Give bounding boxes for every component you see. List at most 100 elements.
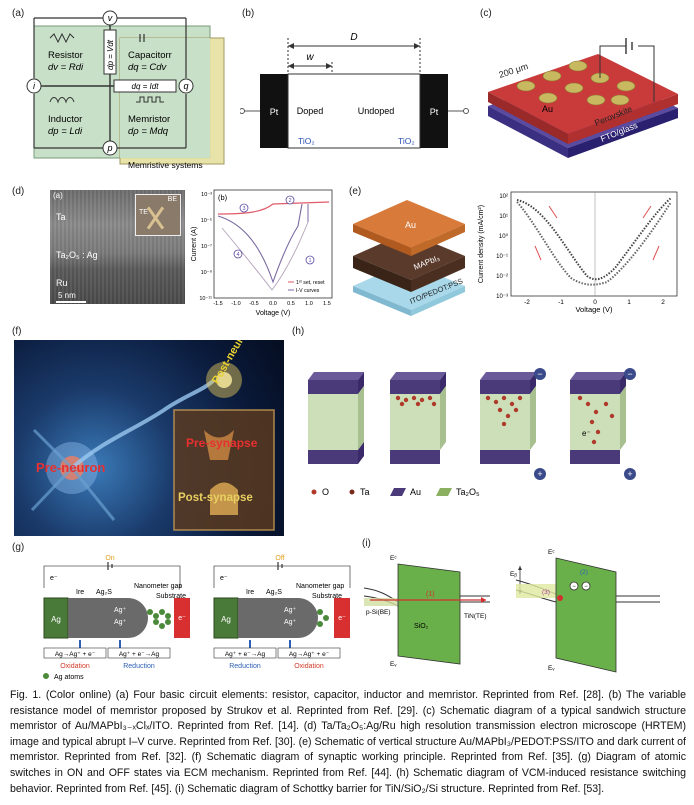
x-axis-label: Voltage (V) xyxy=(256,310,291,317)
label-2: (2) xyxy=(580,569,588,576)
svg-text:+: + xyxy=(537,469,542,479)
iv-branch-upper xyxy=(516,197,672,281)
ire-label-off: Ire xyxy=(246,589,254,596)
panel-f: (f) Pre-neuron Post-neuron Pre-synapse P… xyxy=(10,324,285,536)
vcm-legend: O Ta Au Ta₂O₅ xyxy=(311,487,480,497)
memristor-symbol xyxy=(136,96,164,103)
center-vertical-eq: dp = Vdt xyxy=(106,39,115,70)
scale-label: 200 μm xyxy=(498,61,530,80)
capacitor-symbol xyxy=(139,34,145,42)
x-tick-5: 1.0 xyxy=(305,301,313,307)
panel-i: (i) (1) p-Si(BE) SiO₂ TiN(TE) Eᶜ Eᵥ xyxy=(360,536,690,684)
electron-label-right: e⁻ xyxy=(220,575,228,582)
figure-caption: Fig. 1. (Color online) (a) Four basic ci… xyxy=(10,689,686,795)
y-tick-2: 10⁰ xyxy=(499,233,509,240)
dp-vdt-box xyxy=(103,29,117,75)
electron-label-left: e⁻ xyxy=(50,575,58,582)
au-label: Au xyxy=(542,104,553,114)
eq-left-2: Ag⁺ + e⁻→Ag xyxy=(119,651,160,658)
eb-label: Eᵦ xyxy=(510,571,517,578)
ta-label: Ta xyxy=(56,212,66,222)
ev-label-2: Eᵥ xyxy=(548,665,555,672)
ag2s-label-off: Ag₂S xyxy=(266,589,282,596)
legend-au: Au xyxy=(410,487,421,497)
ag-label: Ag xyxy=(51,615,61,624)
pre-synapse-label: Pre-synapse xyxy=(186,436,258,450)
be-label: BE xyxy=(167,196,177,203)
y-tick-2: 10⁻⁷ xyxy=(201,243,212,250)
ag-plus-label-2: Ag⁺ xyxy=(114,619,127,626)
pt-electrode-left xyxy=(260,74,288,148)
node-i-label: i xyxy=(33,81,36,91)
eq-left-1: Ag→Ag⁺ + e⁻ xyxy=(55,651,96,658)
atomic-switch-diagram: On e⁻ Ag e⁻ Ire Ag₂S Nanometer gap Subst… xyxy=(43,555,351,681)
panel-c-tag: (c) xyxy=(480,8,492,19)
iv-curve-plot: (b) Current (A) Voltage (V) -1.5 -1.0 -0… xyxy=(191,189,333,317)
center-horizontal-eq: dq = Idt xyxy=(132,82,160,91)
mark-2: 2 xyxy=(288,198,291,204)
node-q xyxy=(178,78,194,94)
panel-a-tag: (a) xyxy=(12,8,25,19)
atomic-switch-off: Off e⁻ Ag e⁻ Ire Ag₂S Nanometer gap Subs… xyxy=(213,555,351,670)
legend-ta: Ta xyxy=(360,487,370,497)
ru-label: Ru xyxy=(56,278,68,288)
y-tick-0: 10⁻³ xyxy=(201,192,212,198)
au-label: Au xyxy=(405,220,416,230)
pre-neuron-label: Pre-neuron xyxy=(36,460,106,475)
panel-e-tag: (e) xyxy=(349,186,362,197)
vcm-cell-2 xyxy=(390,372,446,464)
hrtem-image: (a) Ta Ta₂O₅ : Ag Ru 5 nm BE TE xyxy=(50,190,185,304)
y-tick-1: 10¹ xyxy=(499,214,508,220)
post-synapse-label: Post-synapse xyxy=(178,492,253,504)
x-axis-label: Voltage (V) xyxy=(575,305,613,314)
ag-atoms-legend: Ag atoms xyxy=(54,674,84,681)
strukov-model-diagram: D w Pt Pt Doped Undoped TiO₂ TiO₂ xyxy=(239,32,469,149)
node-v-label: v xyxy=(108,13,113,23)
sio2-label: SiO₂ xyxy=(414,623,429,630)
ag-label-off: Ag xyxy=(221,615,231,624)
nanometer-gap-label: Nanometer gap xyxy=(134,583,182,590)
panel-e: (e) Au MAPbI₃ ITO/PEDOT:PSS Current dens… xyxy=(345,182,690,317)
te-label: TE xyxy=(139,209,148,216)
off-label: Off xyxy=(275,555,284,562)
ec-label-2: Eᶜ xyxy=(548,549,555,556)
capacitor-eq: dq = Cdv xyxy=(128,62,168,73)
panel-c: (c) 200 μm Au Perovskite FTO/glass xyxy=(478,8,686,173)
eq-right-2: Ag→Ag⁺ + e⁻ xyxy=(289,651,330,658)
y-axis-label: Current (A) xyxy=(191,227,198,262)
vcm-cell-1 xyxy=(308,372,364,464)
sandwich-memristor-diagram: 200 μm Au Perovskite FTO/glass xyxy=(488,38,678,158)
ag-plus-label-1: Ag⁺ xyxy=(114,607,127,614)
resistor-eq: dv = Rdi xyxy=(48,62,84,73)
x-tick-4: 0.5 xyxy=(287,301,295,307)
panel-i-tag: (i) xyxy=(362,538,371,549)
y-tick-4: 10⁻² xyxy=(496,274,508,280)
substrate-label: Substrate xyxy=(156,593,186,600)
y-tick-4: 10⁻¹¹ xyxy=(199,296,212,302)
mark-4: 4 xyxy=(236,252,239,258)
overlap-box xyxy=(120,38,210,158)
ta2o5-label: Ta₂O₅ : Ag xyxy=(56,250,98,260)
y-tick-1: 10⁻⁵ xyxy=(201,217,212,224)
legend-line-1: 1ˢᵗ set, reset xyxy=(296,280,325,286)
memristive-systems-label: Memristive systems xyxy=(128,160,203,170)
vcm-cell-4: e⁻ − + xyxy=(570,368,636,480)
panel-g-tag: (g) xyxy=(12,542,25,553)
iv-curve-set xyxy=(217,201,330,215)
label-1: (1) xyxy=(426,591,435,598)
synapse-illustration: Pre-neuron Post-neuron Pre-synapse Post-… xyxy=(14,340,284,536)
e-minus-substrate-off: e⁻ xyxy=(338,615,346,622)
ag-atom-legend-dot xyxy=(43,673,49,679)
panel-b: (b) D w Pt Pt Doped Undoped TiO₂ TiO₂ xyxy=(239,8,470,168)
eq-right-1: Ag⁺ + e⁻→Ag xyxy=(225,651,266,658)
x-tick-1: -1 xyxy=(558,299,564,306)
scale-bar xyxy=(56,301,86,303)
ag2s-body xyxy=(68,598,148,638)
x-tick-6: 1.5 xyxy=(323,301,331,307)
substrate-label-off: Substrate xyxy=(312,593,342,600)
undoped-label: Undoped xyxy=(358,106,395,116)
node-i xyxy=(26,78,42,94)
tio2-left-label: TiO₂ xyxy=(298,136,315,146)
panel-h: (h) − + xyxy=(290,324,690,504)
svg-text:−: − xyxy=(584,584,588,590)
